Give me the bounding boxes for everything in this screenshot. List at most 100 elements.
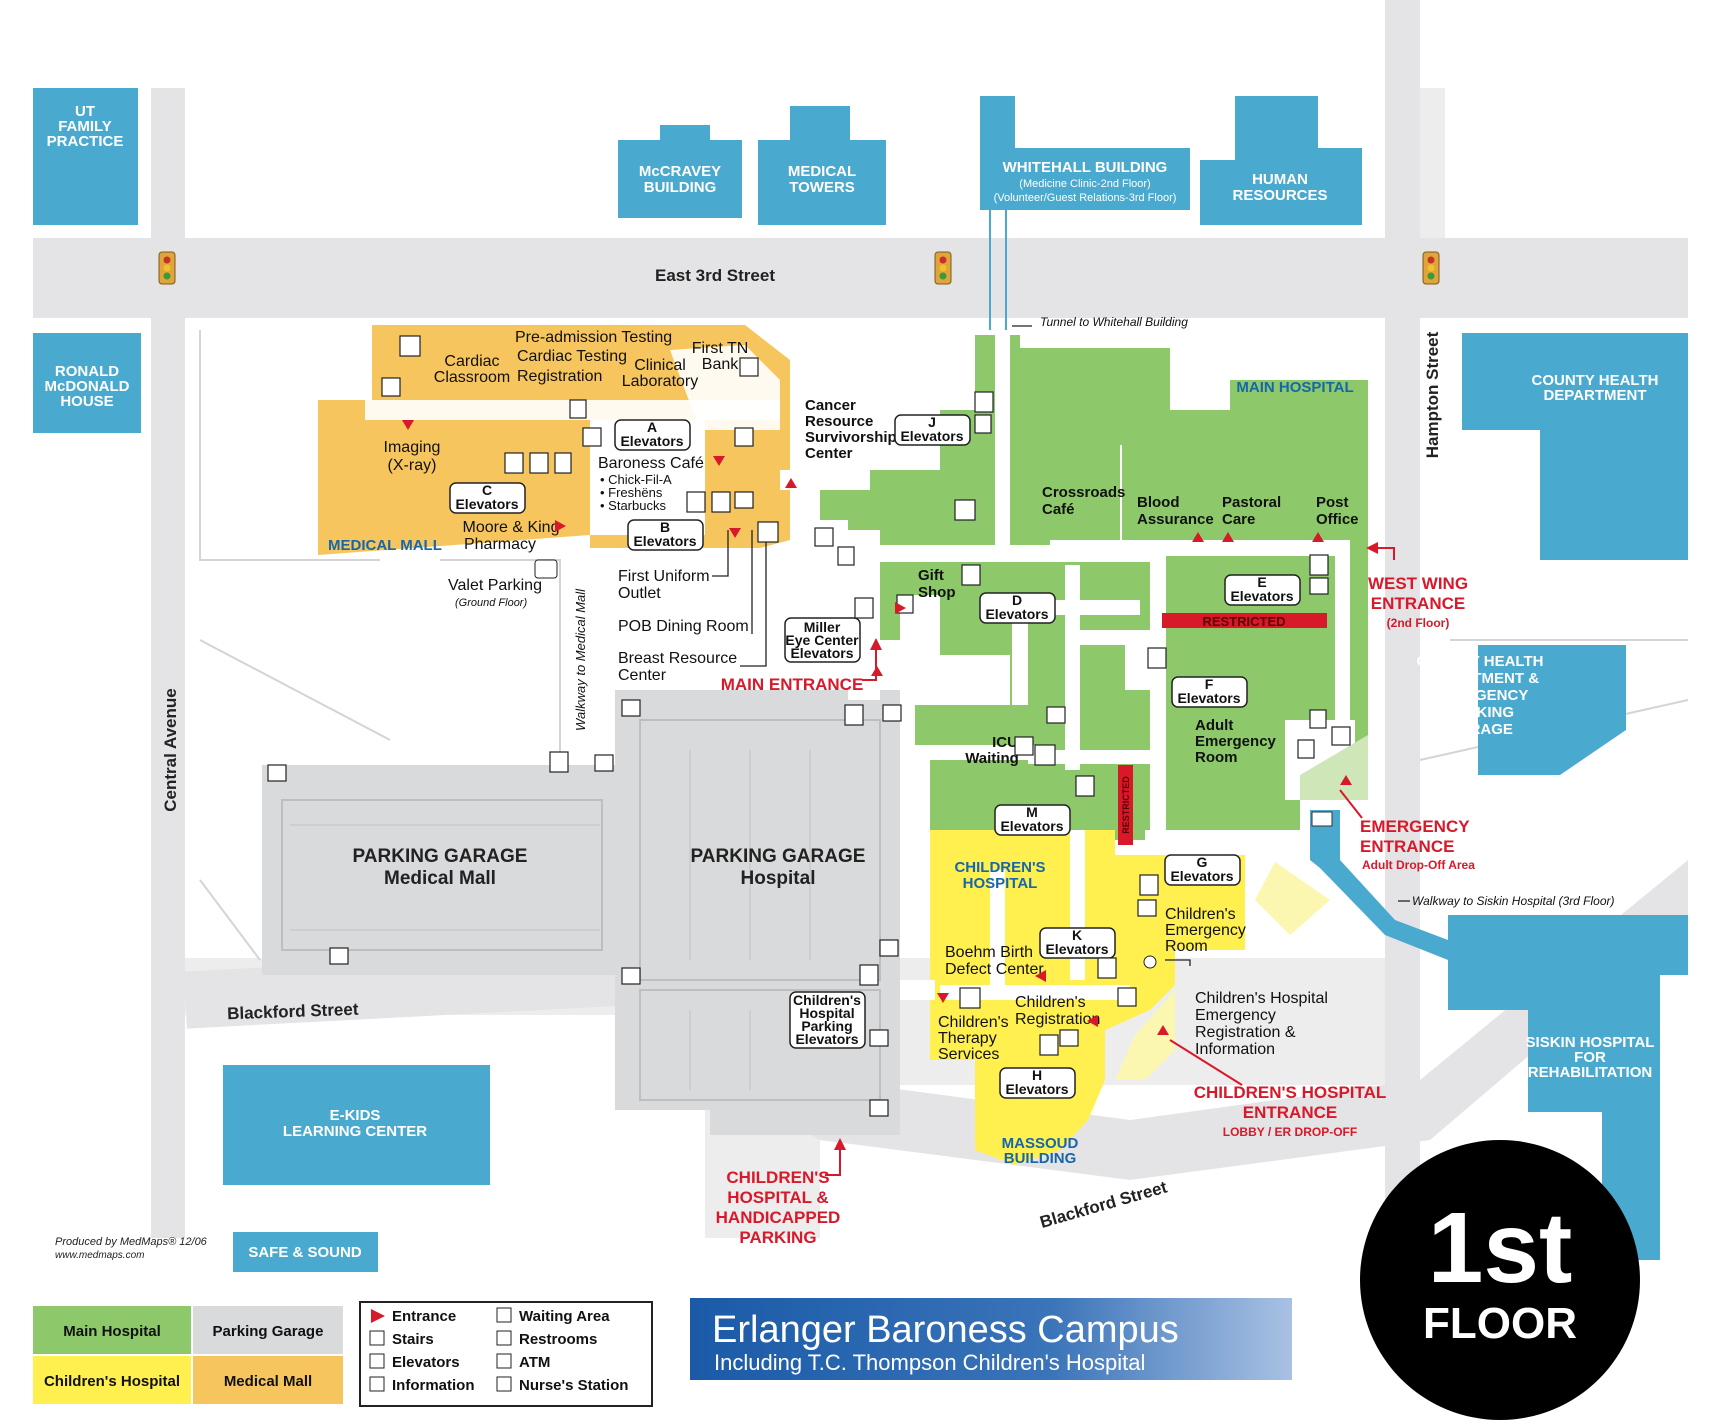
svg-text:Laboratory: Laboratory: [622, 373, 699, 390]
svg-text:Elevators: Elevators: [1005, 1081, 1068, 1097]
svg-text:Parking: Parking: [801, 1018, 852, 1034]
svg-text:REHABILITATION: REHABILITATION: [1528, 1064, 1652, 1081]
credit-line-2: www.medmaps.com: [55, 1250, 144, 1261]
traffic-light-icon: [158, 251, 176, 285]
svg-text:Registration: Registration: [517, 368, 602, 385]
svg-text:WEST WING: WEST WING: [1368, 574, 1468, 593]
svg-text:Clinical: Clinical: [634, 357, 686, 374]
nurse-station-icon: [496, 1376, 512, 1392]
svg-text:COUNTY HEALTH: COUNTY HEALTH: [1532, 372, 1659, 389]
svg-text:RESOURCES: RESOURCES: [1232, 187, 1327, 204]
svg-text:Defect Center: Defect Center: [945, 961, 1044, 978]
svg-text:Information: Information: [392, 1377, 475, 1394]
svg-text:Outlet: Outlet: [618, 585, 661, 602]
svg-text:HOSPITAL: HOSPITAL: [963, 875, 1038, 892]
childrens-labels: Children's Emergency Room Boehm Birth De…: [938, 894, 1615, 1063]
medical-mall-labels: Pre-admission Testing Cardiac Testing Re…: [384, 329, 749, 731]
svg-text:B: B: [660, 519, 670, 535]
svg-text:CHILDREN'S: CHILDREN'S: [954, 859, 1045, 876]
svg-text:A: A: [647, 419, 657, 435]
street-blackford-east: [705, 860, 1688, 1180]
svg-text:HOUSE: HOUSE: [60, 393, 113, 410]
svg-text:Children's: Children's: [793, 992, 861, 1008]
svg-text:Children's: Children's: [938, 1014, 1009, 1031]
svg-text:Elevators: Elevators: [1000, 818, 1063, 834]
street-hampton: [1385, 0, 1420, 1238]
information-icon: [369, 1376, 385, 1392]
waiting-area-icon: [496, 1307, 512, 1323]
building-safe-sound: SAFE & SOUND: [233, 1232, 378, 1272]
svg-text:Cancer: Cancer: [805, 397, 856, 414]
walkway-icon: [1311, 811, 1333, 827]
svg-text:• Starbucks: • Starbucks: [600, 498, 666, 513]
svg-text:Children's Hospital: Children's Hospital: [1195, 990, 1328, 1007]
svg-text:Eye Center: Eye Center: [785, 632, 859, 648]
svg-text:Emergency: Emergency: [1165, 922, 1246, 939]
svg-text:COUNTY HEALTH: COUNTY HEALTH: [1417, 653, 1544, 670]
svg-text:BUILDING: BUILDING: [1004, 1150, 1077, 1167]
building-ekids: E-KIDS LEARNING CENTER: [223, 1065, 490, 1185]
svg-text:Center: Center: [618, 667, 667, 684]
svg-text:Registration: Registration: [1015, 1011, 1100, 1028]
svg-text:G: G: [1197, 854, 1208, 870]
svg-text:BUILDING: BUILDING: [644, 179, 717, 196]
svg-text:HANDICAPPED: HANDICAPPED: [716, 1208, 841, 1227]
svg-text:Elevators: Elevators: [1230, 588, 1293, 604]
svg-text:Information: Information: [1195, 1041, 1275, 1058]
svg-text:(Medicine Clinic-2nd Floor): (Medicine Clinic-2nd Floor): [1019, 178, 1150, 190]
svg-text:Breast Resource: Breast Resource: [618, 650, 737, 667]
svg-text:J: J: [928, 414, 936, 430]
svg-text:HOSPITAL &: HOSPITAL &: [727, 1188, 828, 1207]
building-siskin: SISKIN HOSPITAL FOR REHABILITATION: [1448, 915, 1688, 1260]
svg-text:Café: Café: [1042, 501, 1075, 518]
svg-text:(2nd Floor): (2nd Floor): [1387, 616, 1450, 630]
svg-text:MASSOUD: MASSOUD: [1002, 1135, 1079, 1152]
building-ronald-mcdonald: RONALD McDONALD HOUSE: [33, 333, 141, 433]
svg-text:Emergency: Emergency: [1195, 1007, 1276, 1024]
svg-text:(Volunteer/Guest Relations-3rd: (Volunteer/Guest Relations-3rd Floor): [994, 192, 1177, 204]
building-medical-towers: MEDICAL TOWERS: [758, 106, 886, 225]
map-subtitle: Including T.C. Thompson Children's Hospi…: [714, 1350, 1145, 1375]
svg-text:Elevators: Elevators: [1045, 941, 1108, 957]
svg-text:McCRAVEY: McCRAVEY: [639, 163, 721, 180]
svg-text:GARAGE: GARAGE: [1447, 721, 1513, 738]
svg-text:DEPARTMENT &: DEPARTMENT &: [1421, 670, 1539, 687]
svg-text:MEDICAL MALL: MEDICAL MALL: [328, 537, 442, 554]
svg-text:HUMAN: HUMAN: [1252, 171, 1308, 188]
svg-text:DEPARTMENT: DEPARTMENT: [1543, 387, 1646, 404]
legend-parking-garage: Parking Garage: [213, 1323, 324, 1340]
building-mccravey: McCRAVEY BUILDING: [618, 125, 742, 218]
traffic-light-icon: [934, 251, 952, 285]
svg-text:Miller: Miller: [804, 619, 841, 635]
svg-text:Elevators: Elevators: [1177, 690, 1240, 706]
elevator-icons: [504, 391, 1329, 1056]
building-human-resources: HUMAN RESOURCES: [1200, 96, 1362, 225]
svg-text:Tunnel to Whitehall Building: Tunnel to Whitehall Building: [1040, 315, 1188, 329]
svg-text:Imaging: Imaging: [384, 439, 441, 456]
svg-text:(Ground Floor): (Ground Floor): [455, 597, 527, 609]
svg-text:ICU: ICU: [992, 734, 1018, 751]
svg-text:Hospital: Hospital: [799, 1005, 854, 1021]
restrooms-icon: [496, 1330, 512, 1346]
svg-text:Adult Drop-Off Area: Adult Drop-Off Area: [1362, 858, 1475, 872]
svg-text:F: F: [1205, 676, 1214, 692]
parking-garage: PARKING GARAGE Medical Mall PARKING GARA…: [262, 690, 900, 1135]
traffic-light-icon: [1422, 251, 1440, 285]
floor-word: FLOOR: [1423, 1299, 1577, 1348]
svg-text:Elevators: Elevators: [633, 533, 696, 549]
stairs-icon: [369, 1330, 385, 1346]
svg-text:Room: Room: [1195, 749, 1238, 766]
svg-text:Waiting: Waiting: [965, 750, 1019, 767]
svg-text:FOR: FOR: [1574, 1049, 1606, 1066]
svg-text:H: H: [1032, 1067, 1042, 1083]
svg-text:Children's: Children's: [1015, 994, 1086, 1011]
svg-text:PARKING: PARKING: [739, 1228, 816, 1247]
elevator-icon: [369, 1353, 385, 1369]
